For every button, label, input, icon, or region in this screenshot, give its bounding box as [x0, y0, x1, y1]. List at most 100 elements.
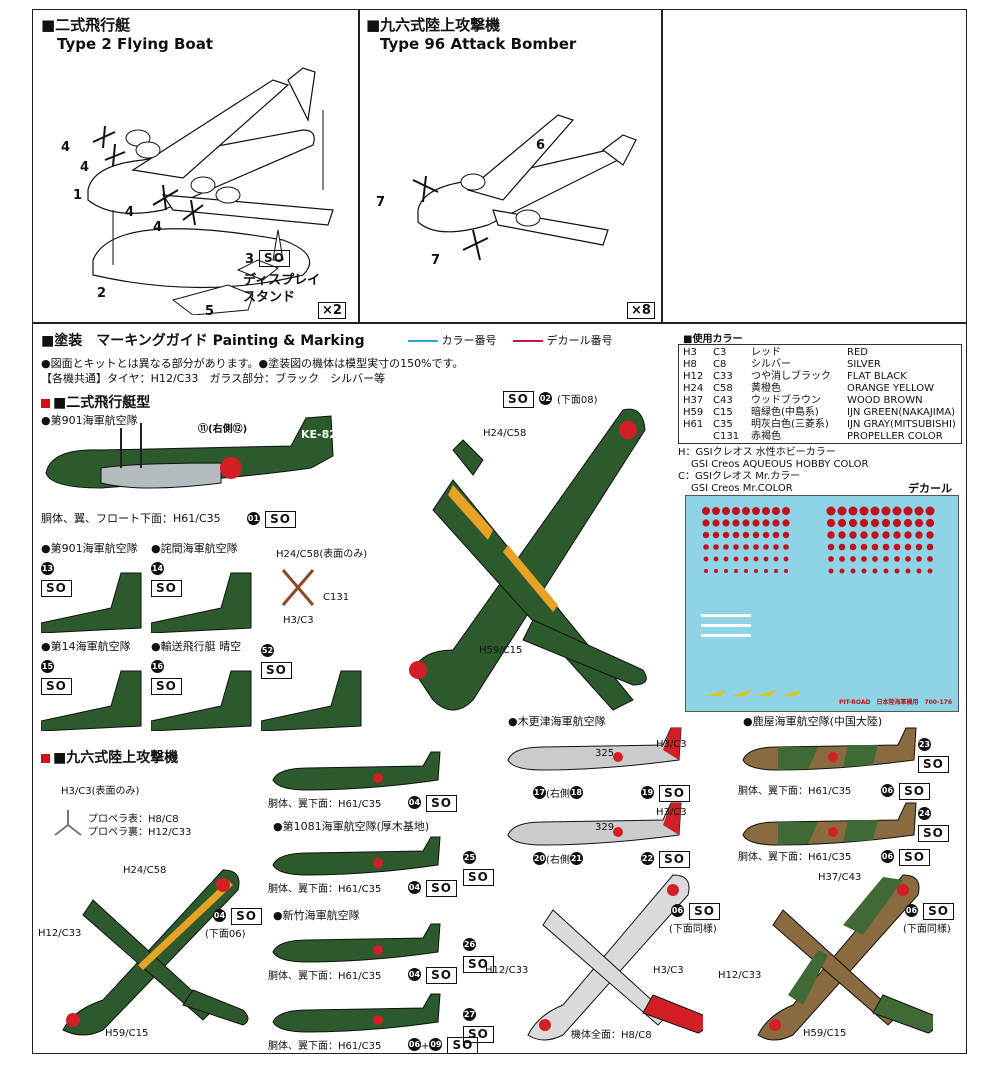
- so-badge: SO: [463, 1026, 494, 1043]
- decal-number: 14: [151, 562, 164, 575]
- g3m-prop-top: H3/C3(表面のみ): [61, 786, 140, 797]
- quantity-badge: ×8: [627, 302, 655, 319]
- hinomaru-decal: [712, 519, 720, 527]
- hinomaru-decal: [861, 556, 867, 562]
- divider: [661, 10, 663, 322]
- hinomaru-decal: [722, 531, 730, 539]
- decal-number: 17: [533, 786, 546, 799]
- g3m-propeller: [54, 810, 82, 836]
- hinomaru-decal: [850, 556, 856, 562]
- hinomaru-decal: [826, 518, 836, 528]
- hinomaru-decal: [763, 544, 769, 550]
- so-badge: SO: [151, 580, 182, 597]
- camo-under: (下面同様): [903, 924, 951, 935]
- decal-number: 04: [213, 909, 226, 922]
- color-cell: RED: [847, 347, 868, 358]
- g3m-under-decal: (下面06): [205, 929, 246, 940]
- hinomaru-decal: [894, 568, 900, 574]
- hinomaru-decal: [883, 568, 889, 574]
- side-decal: 04 SO: [408, 792, 457, 812]
- decal-number: 19: [641, 786, 654, 799]
- display-stand-label: ディスプレイ スタンド: [243, 272, 320, 306]
- tail-code: //73: [191, 687, 210, 697]
- legend-decal: デカール番号: [513, 332, 613, 348]
- hinomaru-decal: [782, 507, 790, 515]
- color-cell: C8: [713, 359, 727, 370]
- hinomaru-decal: [848, 518, 858, 528]
- hinomaru-decal: [905, 568, 911, 574]
- color-cell: C3: [713, 347, 727, 358]
- hinomaru-decal: [783, 544, 789, 550]
- kisarazu-decal-2: 19 SO: [641, 782, 690, 802]
- so-badge: SO: [261, 662, 292, 679]
- tail-code: T-28: [191, 589, 212, 599]
- h8k-top-decal: SO 02 (下面08): [503, 388, 598, 408]
- color-cell: 赤褐色: [751, 431, 781, 442]
- tail-code: W-45: [81, 687, 107, 697]
- side-note: 胴体、翼下面：H61/C35: [268, 971, 382, 982]
- color-cell: 黄橙色: [751, 383, 781, 394]
- decal-number: 21: [569, 852, 583, 865]
- side-decal-label: ⑪(右側⑫): [198, 424, 248, 435]
- decal-number: 15: [41, 660, 54, 673]
- color-cell: FLAT BLACK: [847, 371, 907, 382]
- decal-number: 06: [881, 850, 894, 863]
- so-badge: SO: [918, 756, 949, 773]
- hinomaru-decal: [752, 519, 760, 527]
- part-number: 6: [536, 138, 546, 153]
- side-decal: 06+09 SO: [408, 1034, 479, 1054]
- right-side: (右側: [546, 789, 570, 800]
- color-cell: C35: [713, 419, 733, 430]
- so-badge: SO: [659, 785, 690, 802]
- tail-graphic: Z-92: [41, 572, 142, 633]
- decal-number: 01: [247, 512, 260, 525]
- hinomaru-decal: [764, 569, 768, 573]
- decal-number: 20: [533, 852, 546, 865]
- color-cell: IJN GRAY(MITSUBISHI): [847, 419, 956, 430]
- side-note: 胴体、翼下面：H61/C35: [268, 1041, 382, 1052]
- tail-code-329: 329: [595, 822, 615, 833]
- hinomaru-decal: [827, 531, 835, 539]
- decal-number: 04: [408, 881, 421, 894]
- hinomaru-decal: [713, 556, 719, 562]
- color-cell: 暗緑色(中島系): [751, 407, 819, 418]
- color-cell: WOOD BROWN: [847, 395, 923, 406]
- hinomaru-decal: [773, 544, 779, 550]
- hinomaru-decal: [837, 506, 847, 516]
- hinomaru-decal: [763, 556, 769, 562]
- gsi-notes: H：GSIクレオス 水性ホビーカラー GSI Creos AQUEOUS HOB…: [678, 447, 868, 495]
- section-marker: [41, 753, 50, 763]
- hinomaru-decal: [903, 506, 913, 516]
- hinomaru-decal: [712, 507, 720, 515]
- kanoya-decal-1: 06 SO: [881, 780, 930, 800]
- hinomaru-decal: [859, 518, 869, 528]
- part-number: 7: [376, 195, 386, 210]
- so-badge: SO: [689, 903, 720, 920]
- color-cell: H59: [683, 407, 704, 418]
- color-cell: H8: [683, 359, 697, 370]
- hinomaru-decal: [893, 543, 901, 551]
- hinomaru-decal: [826, 506, 836, 516]
- hinomaru-decal: [903, 518, 913, 528]
- tail-code: KE-82: [301, 428, 337, 441]
- hinomaru-decal: [782, 519, 790, 527]
- unit-kanoya: ●鹿屋海軍航空隊(中国大陸): [743, 715, 883, 728]
- hinomaru-decal: [703, 556, 709, 562]
- g3m-kisarazu-side-2: [507, 802, 682, 846]
- h8k-prop-c131: C131: [323, 592, 350, 603]
- hinomaru-decal: [881, 518, 891, 528]
- part-number: 3: [245, 252, 255, 267]
- decal-number: 06: [881, 784, 894, 797]
- g3m-h59: H59/C15: [105, 1028, 149, 1039]
- hinomaru-decal: [733, 544, 739, 550]
- color-cell: ORANGE YELLOW: [847, 383, 934, 394]
- hinomaru-decal: [828, 568, 834, 574]
- so-badge: SO: [447, 1037, 479, 1054]
